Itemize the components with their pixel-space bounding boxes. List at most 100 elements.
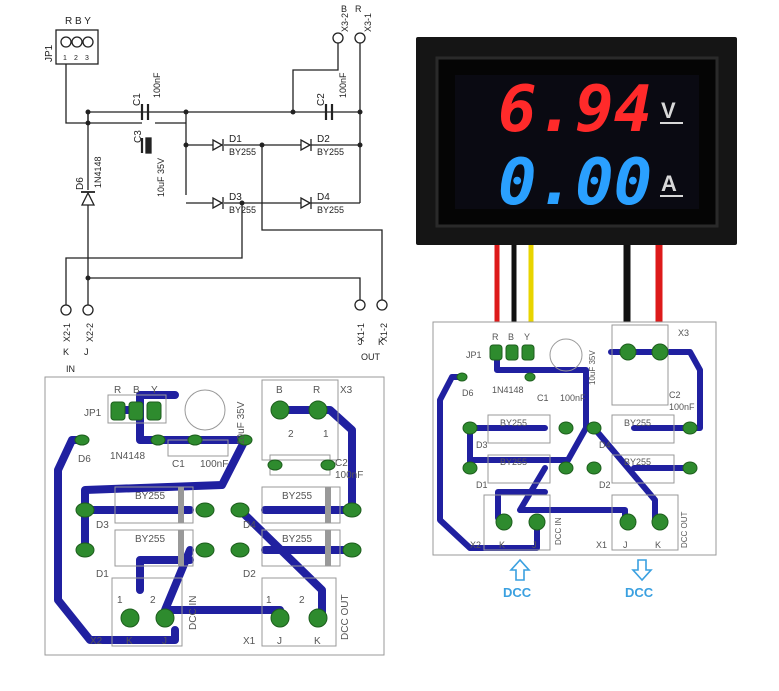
pcb-large-d1-ref: D1: [96, 569, 109, 580]
pcb-small-d3-value: BY255: [500, 418, 527, 428]
pcb-large-x3-b-letter: B: [276, 385, 283, 396]
pcb-small-dcc-out: DCC OUT: [680, 511, 689, 548]
pcb-small-x2-ref: X2: [470, 540, 481, 550]
pcb-large-d2-value: BY255: [282, 534, 312, 545]
x2-group-label: IN: [66, 364, 75, 374]
d6-ref: D6: [75, 177, 86, 190]
pcb-large-x2-ref: X2: [90, 636, 103, 647]
jp1-pin-3: 3: [85, 55, 89, 62]
pcb-small-d1-value: BY255: [500, 457, 527, 467]
jp1-pin-1: 1: [63, 55, 67, 62]
voltage-unit: V: [661, 98, 676, 123]
x1-k-letter: K: [378, 337, 384, 347]
x3-r-letter: R: [355, 4, 362, 14]
pcb-large-x3-pin2: 2: [288, 429, 294, 440]
pcb-small-c2-value: 100nF: [669, 402, 695, 412]
pcb-large-dcc-in: DCC IN: [188, 596, 199, 630]
pcb-small-jp1-r-letter: R: [492, 332, 499, 342]
pcb-large-1n4148-label: 1N4148: [110, 451, 145, 462]
current-unit: A: [661, 171, 677, 196]
pcb-large-x1-pin2: 2: [299, 595, 305, 606]
voltage-display: 6.94: [498, 73, 652, 147]
x2-k-letter: K: [63, 347, 69, 357]
pcb-small-outline: [432, 321, 717, 556]
c3-value: 10uF 35V: [156, 158, 166, 197]
pcb-small-x1-k-letter: K: [655, 540, 661, 550]
pcb-small-c3-label: 10uF 35V: [588, 350, 597, 385]
pcb-large-d3-value: BY255: [135, 491, 165, 502]
pcb-small-x2-j-letter: J: [532, 540, 537, 550]
c2-value: 100nF: [338, 72, 348, 98]
pcb-small-d2-ref: D2: [599, 480, 611, 490]
d3-value: BY255: [229, 205, 256, 215]
pcb-large-x2-k-letter: K: [126, 636, 133, 647]
pcb-large-dcc-out: DCC OUT: [340, 594, 351, 640]
d4-ref: D4: [317, 192, 330, 203]
pcb-small-d3-ref: D3: [476, 440, 488, 450]
pcb-large-b-letter: B: [133, 385, 140, 396]
pcb-large-c2-label: C2: [335, 458, 348, 469]
pcb-large-r-letter: R: [114, 385, 121, 396]
pcb-large-c2-value: 100nF: [335, 470, 363, 481]
pcb-small-d4-ref: D4: [599, 440, 611, 450]
pcb-large-jp1-label: JP1: [84, 408, 102, 419]
d4-value: BY255: [317, 205, 344, 215]
pcb-large-x1-j-letter: J: [277, 636, 282, 647]
pcb-small-x1-ref: X1: [596, 540, 607, 550]
pcb-small-jp1-label: JP1: [466, 350, 482, 360]
x1-j-letter: J: [358, 337, 363, 347]
pcb-small-c2-label: C2: [669, 390, 681, 400]
schematic-labels: R B Y 1 2 3 JP1 B R X3-2 X3-1 C1 100nF C…: [44, 4, 389, 374]
pcb-large-d4-value: BY255: [282, 491, 312, 502]
pcb-small-jp1-b-letter: B: [508, 332, 514, 342]
pcb-large-c3-label: 10uF 35V: [236, 401, 247, 445]
dcc-out-arrow-icon: [631, 559, 653, 582]
c3-ref: C3: [133, 130, 144, 143]
d1-ref: D1: [229, 134, 242, 145]
pcb-large-d1-value: BY255: [135, 534, 165, 545]
d2-ref: D2: [317, 134, 330, 145]
jp1-pin-2: 2: [74, 55, 78, 62]
pcb-small-d1-ref: D1: [476, 480, 488, 490]
pcb-large-y-letter: Y: [151, 385, 158, 396]
x1-group-label: OUT: [361, 352, 381, 362]
dcc-in-arrow-icon: [509, 558, 531, 581]
x2-j-letter: J: [84, 347, 89, 357]
pcb-large: R B Y JP1 B R X3 2 1 10uF 35V D6 1N4148 …: [44, 376, 385, 656]
pcb-small-d2-value: BY255: [624, 457, 651, 467]
pcb-small-1n4148-label: 1N4148: [492, 385, 524, 395]
c2-ref: C2: [316, 93, 327, 106]
pcb-large-x3-r-letter: R: [313, 385, 320, 396]
x2-2-ref: X2-2: [85, 323, 95, 342]
x3-1-ref: X3-1: [363, 13, 373, 32]
dcc-in-label: DCC: [503, 585, 532, 600]
jp1-ref: JP1: [44, 44, 55, 62]
c1-value: 100nF: [152, 72, 162, 98]
pcb-large-x1-k-letter: K: [314, 636, 321, 647]
jp1-pin-colors: R B Y: [65, 16, 91, 27]
d1-value: BY255: [229, 147, 256, 157]
pcb-small-x2-k-letter: K: [499, 540, 505, 550]
d2-value: BY255: [317, 147, 344, 157]
pcb-small-c1-label: C1: [537, 393, 549, 403]
pcb-large-d6-label: D6: [78, 454, 91, 465]
pcb-small-d6-label: D6: [462, 388, 474, 398]
current-display: 0.00: [498, 146, 652, 220]
pcb-large-x2-pin1: 1: [117, 595, 123, 606]
pcb-large-x2-j-letter: J: [162, 636, 167, 647]
pcb-large-c1-value: 100nF: [200, 459, 228, 470]
pcb-small-c1-value: 100nF: [560, 393, 586, 403]
pcb-large-d3-ref: D3: [96, 520, 109, 531]
pcb-small-jp1-y-letter: Y: [524, 332, 530, 342]
x1-2-ref: X1-2: [379, 323, 389, 342]
schematic: [55, 29, 388, 316]
d3-ref: D3: [229, 192, 242, 203]
pcb-large-x3-pin1: 1: [323, 429, 329, 440]
pcb-large-x1-ref: X1: [243, 636, 256, 647]
pcb-small-dcc-in: DCC IN: [554, 517, 563, 545]
pcb-large-x2-pin2: 2: [150, 595, 156, 606]
x2-1-ref: X2-1: [62, 323, 72, 342]
x3-b-letter: B: [341, 4, 347, 14]
pcb-small-x3-ref: X3: [678, 328, 689, 338]
d6-value: 1N4148: [93, 156, 103, 188]
